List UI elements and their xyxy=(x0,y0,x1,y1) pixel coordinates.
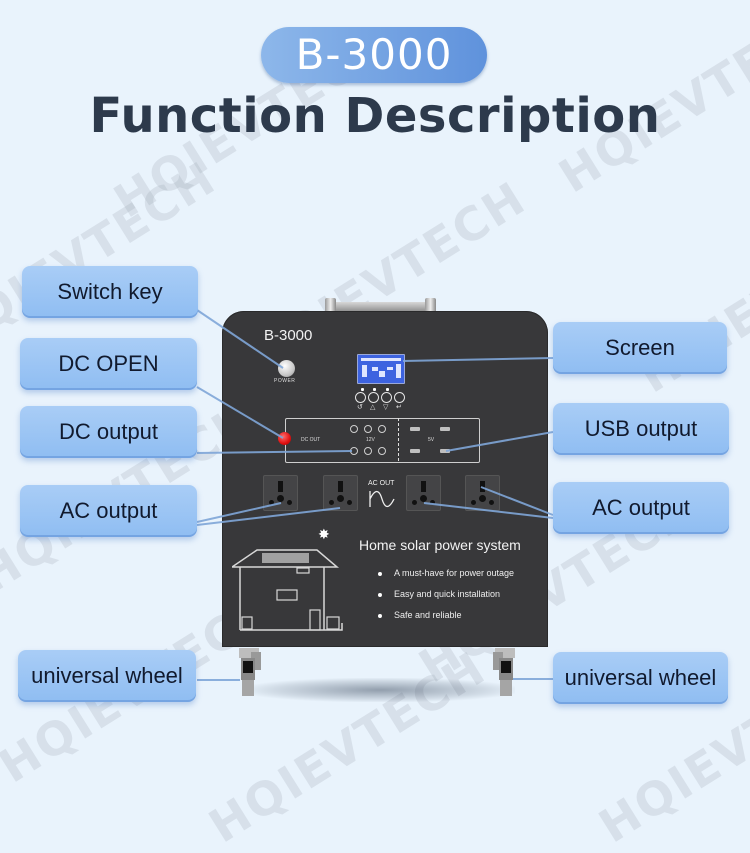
caster-wheel-icon xyxy=(493,648,515,696)
callout-dc-open: DC OPEN xyxy=(20,338,197,390)
ac-outlet[interactable] xyxy=(406,475,441,511)
usb-output-port[interactable] xyxy=(440,449,450,453)
power-label: POWER xyxy=(274,378,296,384)
lcd-control-button[interactable] xyxy=(368,392,379,403)
bullet-icon xyxy=(378,592,382,597)
lcd-screen xyxy=(357,354,405,384)
floor-shadow xyxy=(245,678,515,702)
feature-text: Easy and quick installation xyxy=(394,589,501,599)
callout-universal-wheel-right: universal wheel xyxy=(553,652,728,704)
feature-item: A must-have for power outage xyxy=(378,568,514,578)
solar-house-icon xyxy=(232,549,343,631)
usb-output-port[interactable] xyxy=(410,427,420,431)
status-led xyxy=(373,388,376,391)
usb-voltage-label: 5V xyxy=(428,437,435,443)
callout-switch-key: Switch key xyxy=(22,266,198,318)
status-led xyxy=(361,388,364,391)
lcd-control-button[interactable] xyxy=(355,392,366,403)
ac-outlet[interactable] xyxy=(323,475,358,511)
dc-output-port[interactable] xyxy=(350,425,358,433)
dc-output-port[interactable] xyxy=(364,425,372,433)
leader-lines xyxy=(196,309,554,681)
dc-output-port[interactable] xyxy=(378,425,386,433)
callout-usb-output: USB output xyxy=(553,403,729,455)
lcd-control-button[interactable] xyxy=(394,392,405,403)
feature-text: Safe and reliable xyxy=(394,610,462,620)
bullet-icon xyxy=(378,571,382,576)
refresh-icon: ↺ xyxy=(357,404,363,411)
feature-item: Safe and reliable xyxy=(378,610,462,620)
enter-icon: ↵ xyxy=(396,404,402,411)
system-title: Home solar power system xyxy=(359,537,521,553)
feature-text: A must-have for power outage xyxy=(394,568,515,578)
callout-dc-output: DC output xyxy=(20,406,197,458)
down-arrow-icon: ▽ xyxy=(383,404,389,411)
callout-ac-output-right: AC output xyxy=(553,482,729,534)
model-badge: B-3000 xyxy=(261,27,487,83)
dc-out-label: DC OUT xyxy=(301,437,321,443)
up-arrow-icon: △ xyxy=(370,404,376,411)
dc-output-port[interactable] xyxy=(364,447,372,455)
page-title: Function Description xyxy=(89,88,661,144)
dc-voltage-label: 12V xyxy=(366,437,375,443)
caster-wheel-icon xyxy=(239,648,261,696)
callout-universal-wheel-left: universal wheel xyxy=(18,650,196,702)
device-model-label: B-3000 xyxy=(264,327,313,344)
sine-wave-icon xyxy=(369,490,395,508)
dc-open-button[interactable] xyxy=(278,432,291,445)
callout-ac-output-left: AC output xyxy=(20,485,197,537)
lcd-control-button[interactable] xyxy=(381,392,392,403)
bullet-icon xyxy=(378,613,382,618)
panel-divider xyxy=(398,418,399,461)
callout-screen: Screen xyxy=(553,322,727,374)
usb-output-port[interactable] xyxy=(410,449,420,453)
power-switch-button[interactable] xyxy=(278,360,295,377)
status-led xyxy=(386,388,389,391)
dc-output-port[interactable] xyxy=(378,447,386,455)
feature-item: Easy and quick installation xyxy=(378,589,500,599)
ac-out-label: AC OUT xyxy=(368,480,395,487)
sun-icon: ✸ xyxy=(318,526,330,542)
usb-output-port[interactable] xyxy=(440,427,450,431)
